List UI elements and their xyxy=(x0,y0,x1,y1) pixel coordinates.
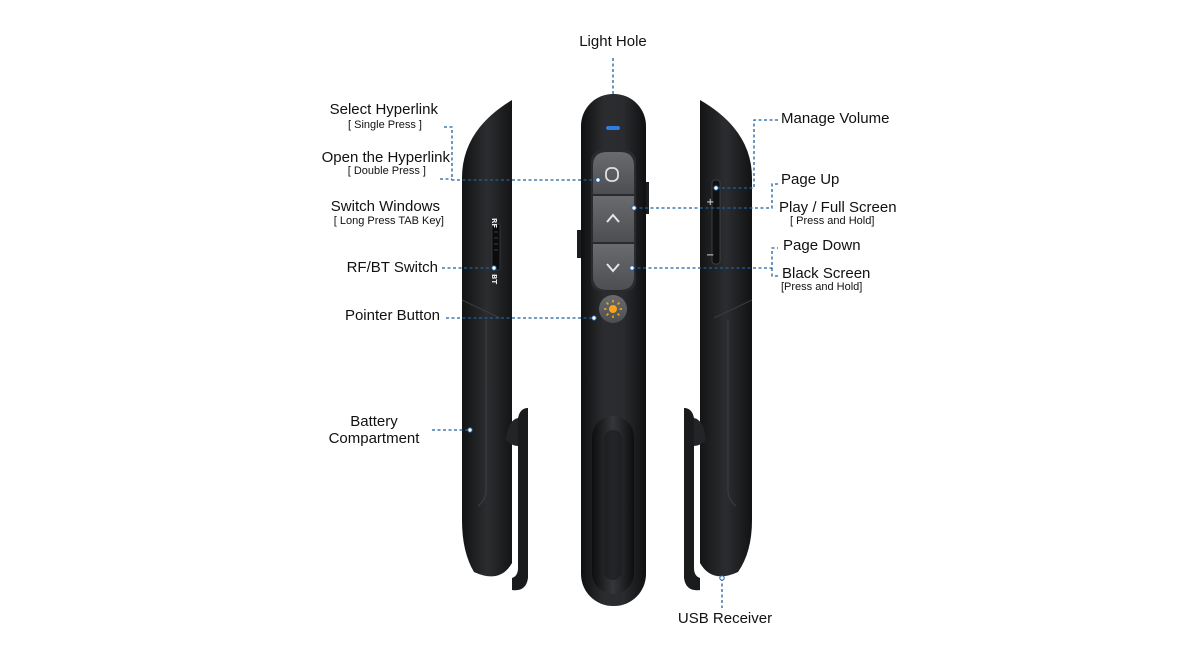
label-pointer-button: Pointer Button xyxy=(344,307,440,324)
battery-seam xyxy=(477,320,487,507)
label-usb-receiver: USB Receiver xyxy=(677,610,773,627)
label-rf-bt-switch: RF/BT Switch xyxy=(346,259,438,276)
label-play-full-screen-note: [ Press and Hold] xyxy=(790,215,875,227)
label-battery-line2: Compartment xyxy=(328,430,420,447)
right-body-seam xyxy=(713,299,753,319)
right-side-view: + − xyxy=(684,100,753,591)
label-manage-volume: Manage Volume xyxy=(781,110,890,127)
label-switch-windows-note: [ Long Press TAB Key] xyxy=(333,215,444,227)
front-view xyxy=(577,94,649,606)
label-black-screen-note: [Press and Hold] xyxy=(781,281,863,293)
label-play-full-screen: Play / Full Screen xyxy=(779,199,897,216)
label-page-down: Page Down xyxy=(783,237,861,254)
front-side-nub xyxy=(577,230,581,258)
volume-plus-mark: + xyxy=(706,197,714,208)
label-battery-line1: Battery xyxy=(350,413,398,430)
select-hyperlink-button[interactable] xyxy=(593,152,634,194)
page-up-icon xyxy=(606,213,620,223)
light-hole-led xyxy=(606,126,620,130)
left-body-seam xyxy=(461,299,501,319)
label-select-hyperlink-note: [ Single Press ] xyxy=(348,119,422,131)
label-switch-windows: Switch Windows xyxy=(330,198,440,215)
page-down-button[interactable] xyxy=(593,244,634,290)
label-black-screen: Black Screen xyxy=(782,265,871,282)
right-battery-seam xyxy=(727,320,737,507)
label-open-hyperlink-note: [ Double Press ] xyxy=(347,165,426,177)
left-clip xyxy=(512,408,528,591)
leader-select-hyperlink xyxy=(444,126,598,181)
leader-dots xyxy=(467,177,725,581)
switch-bt-mark: BT xyxy=(490,274,498,284)
right-body xyxy=(700,100,752,577)
page-up-button[interactable] xyxy=(593,196,634,242)
leader-black-screen xyxy=(771,268,778,277)
laser-sun-icon xyxy=(604,300,622,318)
leader-manage-volume xyxy=(716,119,778,189)
leader-page-down xyxy=(632,247,778,269)
right-clip xyxy=(684,408,700,591)
select-hyperlink-icon xyxy=(605,167,619,182)
left-body xyxy=(462,100,512,577)
label-light-hole: Light Hole xyxy=(579,33,647,50)
page-down-icon xyxy=(606,263,620,273)
leader-play xyxy=(634,183,778,209)
volume-minus-mark: − xyxy=(706,250,714,261)
switch-rf-mark: RF xyxy=(490,218,498,228)
volume-rocker[interactable] xyxy=(711,179,721,265)
left-side-view: RF BT xyxy=(461,100,528,591)
label-select-hyperlink: Select Hyperlink xyxy=(329,101,438,118)
leader-lines xyxy=(432,58,778,608)
label-open-hyperlink: Open the Hyperlink xyxy=(321,149,450,166)
left-clip-tab xyxy=(506,418,518,446)
rf-bt-slider-track xyxy=(491,223,501,271)
right-clip-tab xyxy=(694,418,706,446)
label-page-up: Page Up xyxy=(781,171,840,188)
